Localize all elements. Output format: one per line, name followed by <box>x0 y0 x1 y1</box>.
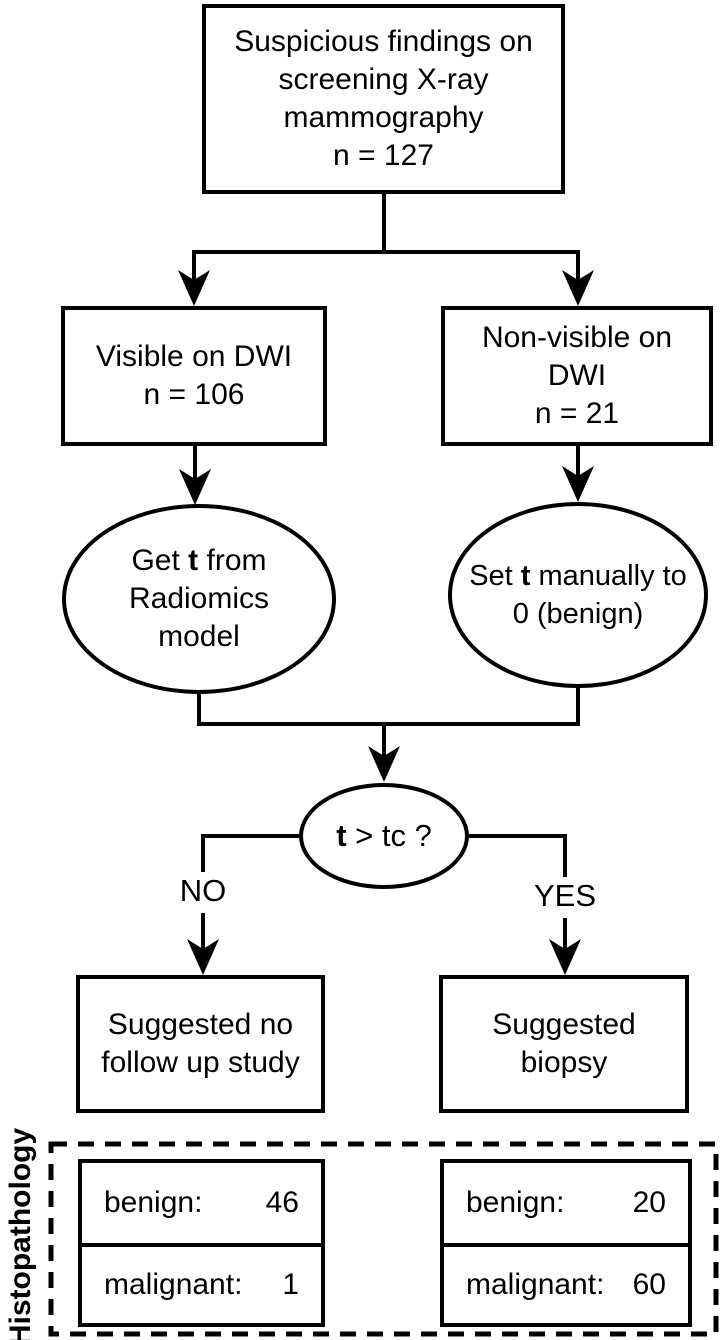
arrowheads <box>178 270 594 975</box>
arrowhead-manual <box>562 466 594 502</box>
histopathology-section-label: Histopathology <box>4 1127 37 1340</box>
node-visible-dwi-text: Visible on DWI n = 106 <box>95 340 293 411</box>
histo-stack-no-follow: benign: 46 malignant: 1 <box>78 1159 325 1327</box>
branch-label-yes: YES <box>533 878 597 913</box>
node-suggested-biopsy: Suggested biopsy <box>439 975 689 1113</box>
node-decision-threshold-text: t > tc ? <box>336 818 432 853</box>
node-radiomics-model: Get t from Radiomics model <box>62 504 336 694</box>
histo-row-benign-left: benign: 46 <box>82 1163 321 1243</box>
node-set-t-manually: Set t manually to 0 (benign) <box>448 502 708 688</box>
arrowhead-decision <box>368 746 400 782</box>
node-decision-threshold: t > tc ? <box>299 783 469 889</box>
node-suspicious-findings-text: Suspicious findings on screening X-ray m… <box>234 25 533 172</box>
histo-stack-biopsy: benign: 20 malignant: 60 <box>440 1159 692 1327</box>
histo-value-malignant-left: 1 <box>282 1268 299 1301</box>
arrowhead-radiomics <box>179 469 211 505</box>
branch-label-no: NO <box>179 873 227 908</box>
histo-value-benign-left: 46 <box>265 1186 299 1219</box>
histo-label-benign-left: benign: <box>104 1186 203 1219</box>
histo-row-benign-right: benign: 20 <box>444 1163 688 1243</box>
node-visible-dwi: Visible on DWI n = 106 <box>61 306 327 446</box>
node-nonvisible-dwi: Non-visible on DWI n = 21 <box>441 306 713 446</box>
histo-value-benign-right: 20 <box>632 1186 666 1219</box>
node-nonvisible-dwi-text: Non-visible on DWI n = 21 <box>481 321 673 430</box>
node-no-follow-up: Suggested no follow up study <box>76 975 325 1113</box>
arrowhead-no-follow <box>187 939 219 975</box>
histo-label-malignant-left: malignant: <box>104 1268 243 1301</box>
histo-row-malignant-right: malignant: 60 <box>444 1243 688 1323</box>
node-suspicious-findings: Suspicious findings on screening X-ray m… <box>202 4 565 194</box>
histo-value-malignant-right: 60 <box>632 1268 666 1301</box>
node-no-follow-up-text: Suggested no follow up study <box>101 1008 300 1079</box>
arrowhead-biopsy <box>549 939 581 975</box>
histo-row-malignant-left: malignant: 1 <box>82 1243 321 1323</box>
arrowhead-nonvisible <box>562 270 594 306</box>
histo-label-benign-right: benign: <box>466 1186 565 1219</box>
node-set-t-manually-text: Set t manually to 0 (benign) <box>469 560 687 630</box>
histopathology-dashed-border <box>48 1141 719 1337</box>
node-radiomics-model-text: Get t from Radiomics model <box>128 544 270 653</box>
connector-lines <box>192 194 580 952</box>
node-suggested-biopsy-text: Suggested biopsy <box>492 1008 636 1079</box>
arrowhead-visible <box>178 270 210 306</box>
histo-label-malignant-right: malignant: <box>466 1268 605 1301</box>
